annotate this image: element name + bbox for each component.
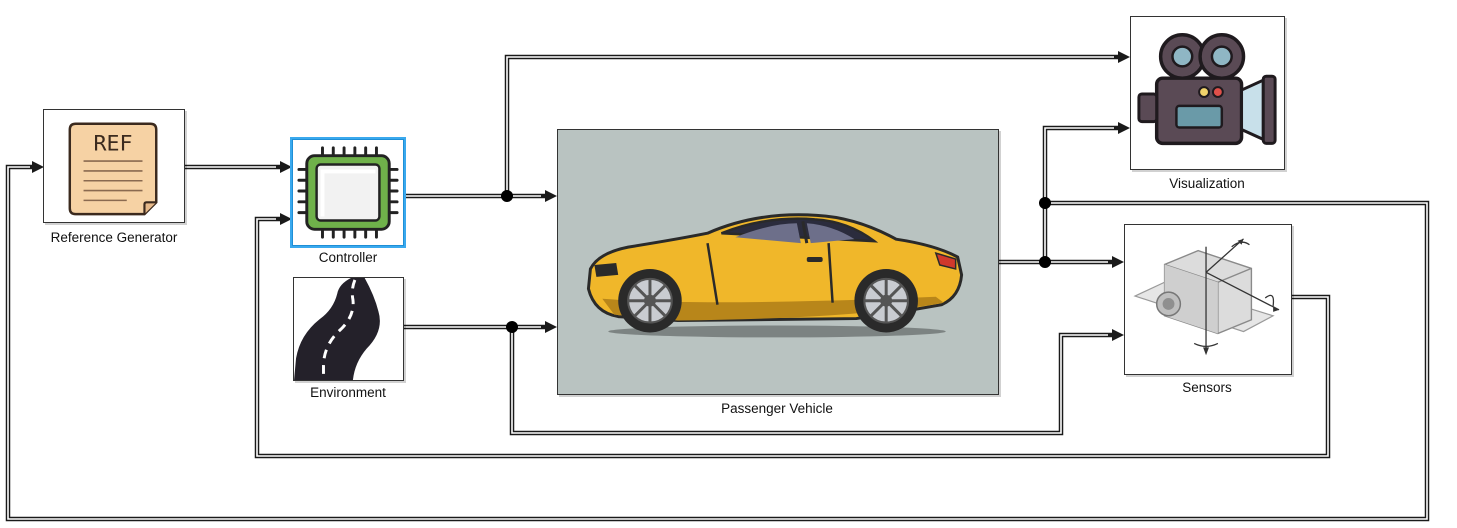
imu-sensor-icon bbox=[1133, 238, 1280, 356]
environment-label: Environment bbox=[310, 385, 386, 400]
visualization-label: Visualization bbox=[1169, 176, 1245, 191]
environment-block[interactable] bbox=[293, 277, 404, 381]
road-icon bbox=[294, 278, 380, 380]
ref-icon-text: REF bbox=[94, 131, 133, 156]
passenger-vehicle-label: Passenger Vehicle bbox=[721, 401, 833, 416]
chip-icon bbox=[297, 146, 399, 239]
ref-document-icon: REF bbox=[68, 122, 158, 216]
passenger-vehicle-block[interactable] bbox=[557, 129, 999, 395]
sports-car-icon bbox=[586, 213, 964, 338]
visualization-block[interactable] bbox=[1130, 16, 1285, 170]
reference-generator-block[interactable]: REF bbox=[43, 109, 185, 223]
controller-block[interactable] bbox=[290, 137, 406, 248]
movie-camera-icon bbox=[1137, 33, 1277, 146]
branch-points bbox=[501, 190, 1051, 333]
controller-label: Controller bbox=[318, 250, 378, 265]
sensors-label: Sensors bbox=[1182, 380, 1232, 395]
sensors-block[interactable] bbox=[1124, 224, 1292, 375]
bus-wire-inner bbox=[7, 56, 1428, 520]
reference-generator-label: Reference Generator bbox=[50, 230, 178, 245]
arrowheads bbox=[32, 51, 1130, 341]
front-wheel bbox=[618, 268, 682, 333]
rear-wheel bbox=[854, 268, 918, 333]
